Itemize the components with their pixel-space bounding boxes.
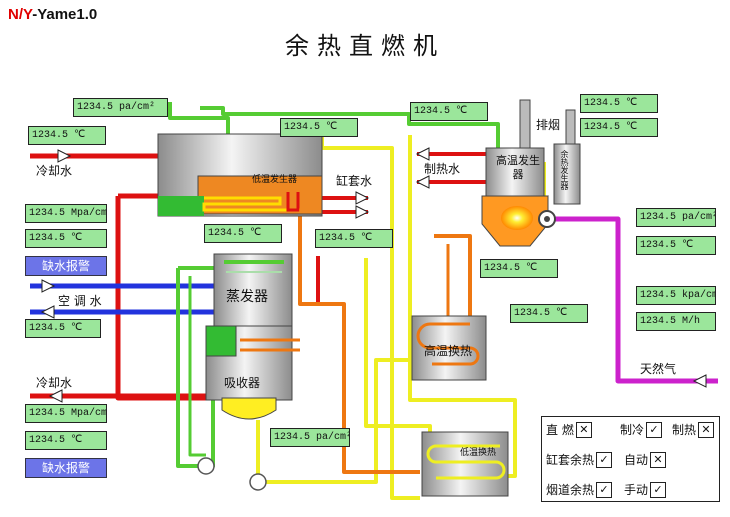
label-exhaust: 排烟 — [536, 118, 561, 132]
heating-checkbox[interactable]: ✕ — [698, 421, 715, 438]
readout-temp-5: 1234.5 ℃ — [580, 118, 658, 137]
readout-pressure-1: 1234.5 pa/cm² — [73, 98, 168, 117]
readout-temp-12: 1234.5 ℃ — [636, 236, 716, 255]
readout-pressure-3: 1234.5 pa/cm² — [636, 208, 716, 227]
arrow-gas — [692, 374, 707, 388]
pipe-yellow-bottom — [256, 358, 412, 484]
label-aircon-water: 空 调 水 — [58, 294, 102, 308]
label-low-temp-generator: 低温发生器 — [252, 175, 298, 185]
label-natural-gas: 天然气 — [640, 362, 677, 376]
waste-heat-generator-tank — [553, 143, 581, 205]
pipe-green-top — [200, 106, 500, 150]
absorber-bottom — [221, 397, 277, 420]
readout-pressure-2: 1234.5 Mpa/cm² — [25, 204, 107, 223]
readout-pressure-4: 1234.5 Mpa/cm² — [25, 404, 107, 423]
mode-direct-fire[interactable]: 直 燃✕ — [546, 421, 592, 438]
label-waste-heat-generator: 余热发生器 — [560, 150, 569, 190]
readout-temp-6: 1234.5 ℃ — [25, 229, 107, 248]
jacket-waste-heat-checkbox[interactable]: ✓ — [596, 451, 613, 468]
arrow-aircon-1 — [41, 279, 56, 293]
label-cooling-water-bottom: 冷却水 — [36, 376, 73, 390]
low-water-alarm-1[interactable]: 缺水报警 — [25, 256, 107, 276]
readout-gas-pressure: 1234.5 kpa/cm² — [636, 286, 716, 305]
arrow-heating-2 — [415, 175, 430, 189]
mode-auto[interactable]: 自动✕ — [624, 451, 667, 468]
readout-temp-8: 1234.5 ℃ — [315, 229, 393, 248]
pipe-green-inner — [188, 276, 206, 457]
pipe-yellow-right — [408, 135, 517, 478]
readout-temp-10: 1234.5 ℃ — [25, 319, 101, 338]
cooling-checkbox[interactable]: ✓ — [646, 421, 663, 438]
low-temp-hx-coil — [426, 444, 506, 480]
readout-temp-11: 1234.5 ℃ — [510, 304, 588, 323]
readout-pressure-5: 1234.5 pa/cm² — [270, 428, 350, 447]
low-temp-heat-exchanger — [421, 431, 509, 497]
flue-waste-heat-checkbox[interactable]: ✓ — [596, 481, 613, 498]
readout-temp-3: 1234.5 ℃ — [410, 102, 488, 121]
arrow-jacket-2 — [355, 205, 370, 219]
label-heating-water: 制热水 — [424, 162, 461, 176]
mode-jacket-waste-heat[interactable]: 缸套余热✓ — [546, 451, 613, 468]
low-water-alarm-2[interactable]: 缺水报警 — [25, 458, 107, 478]
mode-flue-waste-heat[interactable]: 烟道余热✓ — [546, 481, 613, 498]
manual-checkbox[interactable]: ✓ — [650, 481, 667, 498]
low-temp-generator-green — [158, 196, 204, 216]
evaporator-tank — [213, 253, 293, 331]
mode-heating[interactable]: 制热✕ — [672, 421, 715, 438]
readout-temp-1: 1234.5 ℃ — [28, 126, 106, 145]
low-temp-generator-band — [197, 175, 323, 215]
pipe-orange-main — [298, 176, 420, 474]
low-temp-generator-coil — [202, 196, 300, 212]
label-high-temp-generator: 高温发生器 — [496, 154, 540, 181]
mode-manual[interactable]: 手动✓ — [624, 481, 667, 498]
label-absorber: 吸收器 — [224, 376, 261, 390]
label-high-temp-heat-exchange: 高温换热 — [424, 344, 473, 358]
pump-green — [197, 457, 215, 475]
burner-flame — [501, 206, 533, 230]
high-temp-generator-tank — [485, 147, 545, 199]
arrow-cooling-top — [57, 149, 72, 163]
label-evaporator: 蒸发器 — [226, 289, 268, 305]
arrow-cooling-bottom — [48, 389, 63, 403]
absorber-green — [205, 325, 237, 357]
pump-yellow — [249, 473, 267, 491]
auto-checkbox[interactable]: ✕ — [650, 451, 667, 468]
mode-panel: 直 燃✕ 制冷✓ 制热✕ 缸套余热✓ 自动✕ 烟道余热✓ 手动✓ — [541, 416, 720, 502]
readout-temp-2: 1234.5 ℃ — [280, 118, 358, 137]
page-title: 余热直燃机 — [285, 32, 445, 60]
readout-temp-9: 1234.5 ℃ — [480, 259, 558, 278]
label-cooling-water-top: 冷却水 — [36, 164, 73, 178]
readout-temp-13: 1234.5 ℃ — [25, 431, 107, 450]
low-temp-generator-red-coil — [286, 192, 300, 212]
mode-cooling[interactable]: 制冷✓ — [620, 421, 663, 438]
direct-fire-checkbox[interactable]: ✕ — [575, 421, 592, 438]
readout-temp-4: 1234.5 ℃ — [580, 94, 658, 113]
brand-logo: N/Y-Yame1.0 — [8, 6, 98, 23]
pipe-green-left — [168, 102, 230, 135]
arrow-jacket-1 — [355, 191, 370, 205]
absorber-coil — [240, 338, 300, 352]
label-cylinder-jacket-water: 缸套水 — [336, 174, 373, 188]
label-low-temp-heat-exchange: 低温换热 — [460, 448, 497, 458]
pipe-natural-gas — [552, 216, 718, 384]
high-temp-hx-coil — [416, 322, 480, 366]
arrow-aircon-2 — [40, 305, 55, 319]
readout-gas-flow: 1234.5 M/h — [636, 312, 716, 331]
readout-temp-7: 1234.5 ℃ — [204, 224, 282, 243]
arrow-heating-1 — [415, 147, 430, 161]
